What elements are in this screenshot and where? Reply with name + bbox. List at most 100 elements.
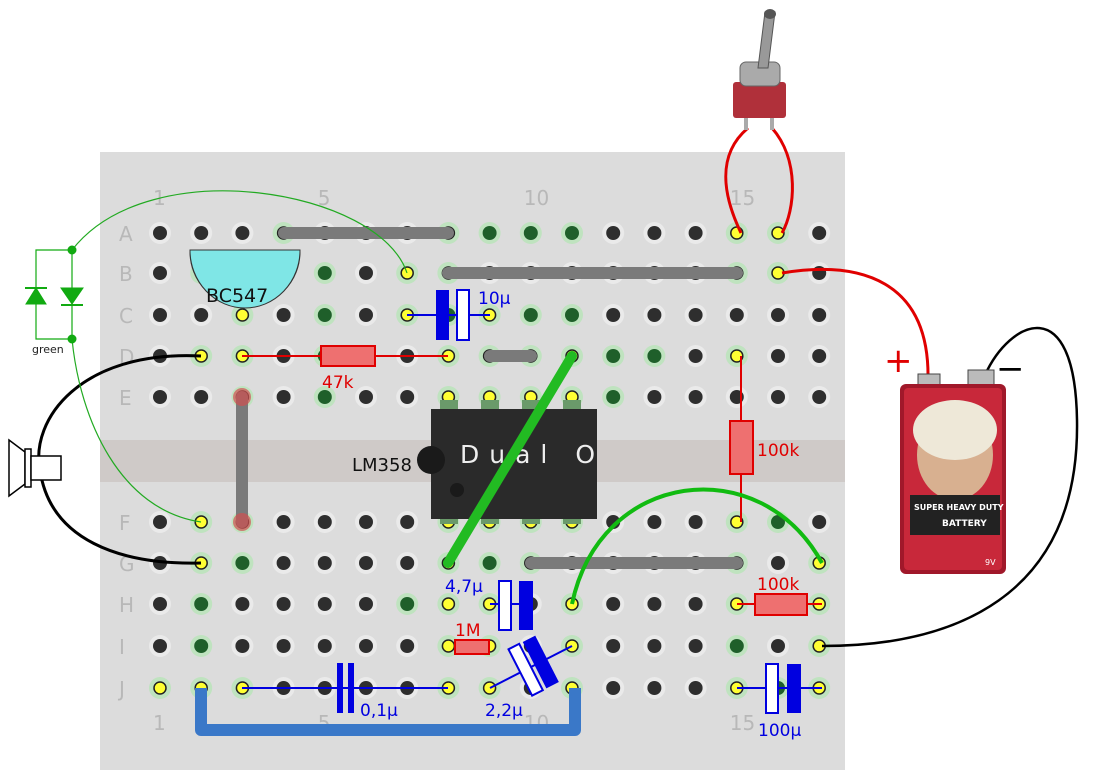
hole-E12[interactable] [602, 386, 625, 408]
hole-C1[interactable] [149, 304, 171, 326]
hole-E17[interactable] [808, 386, 831, 408]
capacitor-0-1u[interactable] [242, 663, 448, 713]
hole-G2[interactable] [190, 552, 213, 574]
hole-B6[interactable] [355, 262, 377, 284]
hole-I5[interactable] [313, 635, 336, 657]
hole-I12[interactable] [602, 635, 625, 657]
resistor-100k-horizontal[interactable] [737, 593, 822, 616]
hole-C12[interactable] [602, 304, 625, 326]
hole-A1[interactable] [149, 222, 171, 244]
hole-D16[interactable] [767, 345, 789, 367]
hole-F15[interactable] [725, 511, 748, 533]
hole-I16[interactable] [767, 635, 789, 657]
hole-F1[interactable] [149, 511, 171, 533]
capacitor-100u[interactable] [737, 663, 822, 714]
hole-H9[interactable] [478, 593, 501, 615]
battery-9v[interactable] [900, 369, 1006, 574]
hole-J14[interactable] [684, 677, 707, 699]
hole-I7[interactable] [396, 635, 419, 657]
hole-E6[interactable] [355, 386, 377, 408]
hole-I15[interactable] [725, 635, 748, 657]
hole-I4[interactable] [272, 635, 295, 657]
hole-C6[interactable] [355, 304, 377, 326]
resistor-47k[interactable] [242, 345, 448, 367]
hole-H4[interactable] [272, 593, 295, 615]
hole-D8[interactable] [437, 345, 460, 367]
hole-F5[interactable] [313, 511, 336, 533]
hole-E16[interactable] [767, 386, 789, 408]
wire-red-switch-a15[interactable] [724, 126, 749, 234]
wire-green-led-top[interactable] [71, 190, 408, 274]
hole-C14[interactable] [684, 304, 707, 326]
hole-G6[interactable] [355, 552, 377, 574]
hole-C3[interactable] [231, 304, 254, 326]
hole-G9[interactable] [478, 552, 501, 574]
resistor-1m[interactable] [454, 639, 490, 655]
hole-B1[interactable] [149, 262, 171, 284]
hole-C2[interactable] [190, 304, 213, 326]
wire-red-switch-a16[interactable] [770, 127, 794, 234]
hole-B16[interactable] [767, 262, 789, 284]
hole-F4[interactable] [272, 511, 295, 533]
hole-D14[interactable] [684, 345, 707, 367]
hole-F13[interactable] [643, 511, 666, 533]
hole-C15[interactable] [725, 304, 748, 326]
hole-I3[interactable] [231, 635, 254, 657]
hole-H5[interactable] [313, 593, 336, 615]
hole-E2[interactable] [190, 386, 213, 408]
hole-H14[interactable] [684, 593, 707, 615]
hole-H2[interactable] [190, 593, 213, 615]
hole-H6[interactable] [355, 593, 377, 615]
hole-G5[interactable] [313, 552, 336, 574]
hole-A10[interactable] [519, 222, 542, 244]
hole-H12[interactable] [602, 593, 625, 615]
hole-B17[interactable] [808, 262, 831, 284]
hole-E14[interactable] [684, 386, 707, 408]
hole-A12[interactable] [602, 222, 625, 244]
hole-G7[interactable] [396, 552, 419, 574]
hole-F17[interactable] [808, 511, 831, 533]
hole-A14[interactable] [684, 222, 707, 244]
toggle-switch[interactable] [733, 9, 786, 130]
hole-H1[interactable] [149, 593, 171, 615]
hole-I13[interactable] [643, 635, 666, 657]
hole-E4[interactable] [272, 386, 295, 408]
hole-C4[interactable] [272, 304, 295, 326]
hole-J1[interactable] [149, 677, 171, 699]
hole-E15[interactable] [725, 386, 748, 408]
hole-J13[interactable] [643, 677, 666, 699]
hole-I6[interactable] [355, 635, 377, 657]
hole-C13[interactable] [643, 304, 666, 326]
hole-C5[interactable] [313, 304, 336, 326]
capacitor-10u[interactable] [407, 289, 490, 341]
hole-H15[interactable] [725, 593, 748, 615]
hole-E1[interactable] [149, 386, 171, 408]
hole-A13[interactable] [643, 222, 666, 244]
hole-I1[interactable] [149, 635, 171, 657]
capacitor-2-2u[interactable] [489, 635, 573, 697]
wire-red-battery-plus[interactable] [781, 267, 930, 381]
hole-G4[interactable] [272, 552, 295, 574]
hole-A9[interactable] [478, 222, 501, 244]
hole-D13[interactable] [643, 345, 666, 367]
hole-C10[interactable] [519, 304, 542, 326]
wire-blue[interactable] [195, 688, 581, 736]
wire-green-led-bottom[interactable] [71, 338, 202, 523]
speaker-icon[interactable] [8, 438, 62, 498]
hole-J12[interactable] [602, 677, 625, 699]
capacitor-4-7u[interactable] [490, 580, 533, 631]
hole-H8[interactable] [437, 593, 460, 615]
hole-A11[interactable] [561, 222, 583, 244]
hole-C11[interactable] [561, 304, 583, 326]
hole-D17[interactable] [808, 345, 831, 367]
hole-H3[interactable] [231, 593, 254, 615]
hole-B7[interactable] [396, 262, 419, 284]
hole-H13[interactable] [643, 593, 666, 615]
hole-D15[interactable] [725, 345, 748, 367]
hole-D12[interactable] [602, 345, 625, 367]
hole-H7[interactable] [396, 593, 419, 615]
hole-F14[interactable] [684, 511, 707, 533]
hole-I8[interactable] [437, 635, 460, 657]
hole-C16[interactable] [767, 304, 789, 326]
hole-G3[interactable] [231, 552, 254, 574]
